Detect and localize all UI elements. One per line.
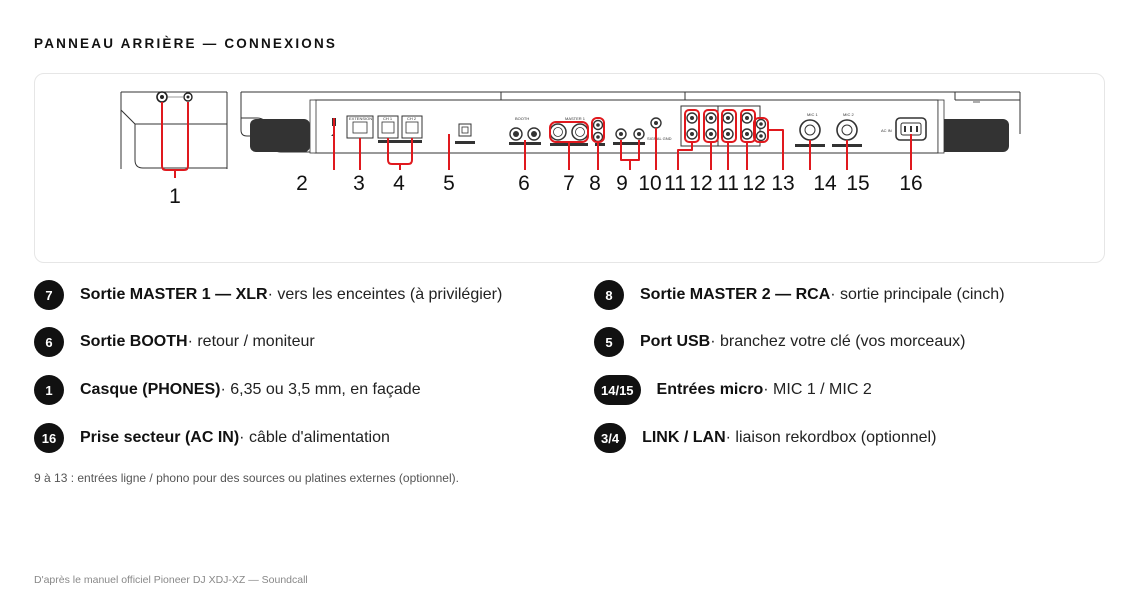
- foot-left: [250, 119, 310, 152]
- callout-9: 9: [616, 172, 628, 195]
- legend-item-link-lan: 3/4 LINK / LAN · liaison rekordbox (opti…: [594, 423, 936, 453]
- master1-xlr-left-icon: [549, 123, 567, 141]
- panel-label-ch2: CH 2: [407, 116, 417, 121]
- legend-badge: 3/4: [594, 423, 627, 453]
- legend-desc: · vers les enceintes (à privilégier): [267, 286, 503, 303]
- panel-label-mic2: MIC 2: [843, 112, 854, 117]
- callout-10: 10: [638, 172, 661, 195]
- callout-5: 5: [443, 172, 455, 195]
- panel-label-signal-gnd: SIGNAL GND: [647, 136, 672, 141]
- legend-title: LINK / LAN: [642, 429, 726, 446]
- source-footer: D'après le manuel officiel Pioneer DJ XD…: [34, 574, 308, 586]
- mic2-combo-icon: [836, 119, 858, 141]
- front-panel-inset: [120, 91, 228, 169]
- callout-1: 1: [169, 185, 181, 208]
- callout-numbers: 1 2 3 4 5 6 7 8 9 10 11 12 11 12 13 14 1…: [169, 172, 923, 208]
- phones-jack-small-icon: [183, 92, 193, 102]
- panel-label-mic1: MIC 1: [807, 112, 818, 117]
- callout-16: 16: [899, 172, 922, 195]
- legend-desc: · liaison rekordbox (optionnel): [725, 429, 937, 446]
- legend-title: Sortie MASTER 1 — XLR: [80, 286, 268, 303]
- rear-panel-diagram: EXTENSION CH 1 CH 2 BOOTH MASTER 1: [34, 73, 1105, 263]
- inputs-note: 9 à 13 : entrées ligne / phono pour des …: [34, 471, 459, 485]
- callout-2: 2: [296, 172, 308, 195]
- legend-title: Sortie BOOTH: [80, 333, 188, 350]
- master2-rca: [592, 119, 605, 146]
- callout-15: 15: [846, 172, 869, 195]
- legend-desc: · MIC 1 / MIC 2: [763, 381, 872, 398]
- lan-ports: EXTENSION CH 1 CH 2: [346, 115, 423, 143]
- usb-port: [455, 123, 475, 144]
- line-input-jacks: [613, 128, 645, 145]
- callout-7: 7: [563, 172, 575, 195]
- panel-label-ch1: CH 1: [383, 116, 393, 121]
- legend-item-mic: 14/15 Entrées micro · MIC 1 / MIC 2: [594, 375, 872, 405]
- legend-badge: 7: [34, 280, 64, 310]
- legend-badge: 14/15: [594, 375, 641, 405]
- callout-4: 4: [393, 172, 405, 195]
- foot-right: [939, 119, 1009, 152]
- legend-title: Casque (PHONES): [80, 381, 221, 398]
- callout-lines: [161, 102, 912, 178]
- legend-badge: 6: [34, 327, 64, 357]
- legend-badge: 16: [34, 423, 64, 453]
- legend-item-usb: 5 Port USB · branchez votre clé (vos mor…: [594, 327, 965, 357]
- legend-title: Port USB: [640, 333, 711, 350]
- legend-title: Prise secteur (AC IN): [80, 429, 240, 446]
- callout-3: 3: [353, 172, 365, 195]
- legend-item-phones: 1 Casque (PHONES) · 6,35 ou 3,5 mm, en f…: [34, 375, 421, 405]
- ac-in: AC IN: [881, 117, 927, 141]
- callout-12a: 12: [689, 172, 712, 195]
- callout-12b: 12: [742, 172, 765, 195]
- callout-14: 14: [813, 172, 837, 195]
- legend-badge: 8: [594, 280, 624, 310]
- legend-desc: · câble d'alimentation: [239, 429, 390, 446]
- legend-title: Entrées micro: [656, 381, 764, 398]
- callout-8: 8: [589, 172, 601, 195]
- connection-legend: 7 Sortie MASTER 1 — XLR · vers les encei…: [34, 280, 1105, 460]
- legend-badge: 1: [34, 375, 64, 405]
- callout-13: 13: [771, 172, 794, 195]
- rear-panel-illustration: EXTENSION CH 1 CH 2 BOOTH MASTER 1: [120, 91, 1021, 208]
- panel-label-ac-in: AC IN: [881, 128, 892, 133]
- legend-item-master2: 8 Sortie MASTER 2 — RCA · sortie princip…: [594, 280, 1005, 310]
- legend-desc: · 6,35 ou 3,5 mm, en façade: [220, 381, 421, 398]
- rca-input-blocks: [680, 105, 767, 147]
- panel-label-extension: EXTENSION: [349, 116, 372, 121]
- legend-desc: · retour / moniteur: [187, 333, 315, 350]
- master1-xlr-right-icon: [571, 123, 589, 141]
- legend-item-ac-in: 16 Prise secteur (AC IN) · câble d'alime…: [34, 423, 390, 453]
- legend-item-booth: 6 Sortie BOOTH · retour / moniteur: [34, 327, 315, 357]
- legend-desc: · sortie principale (cinch): [830, 286, 1005, 303]
- panel-label-booth: BOOTH: [515, 116, 529, 121]
- legend-badge: 5: [594, 327, 624, 357]
- callout-11a: 11: [664, 172, 686, 195]
- callout-11b: 11: [717, 172, 739, 195]
- callout-6: 6: [518, 172, 530, 195]
- section-title: PANNEAU ARRIÈRE — CONNEXIONS: [34, 36, 338, 51]
- legend-item-master1: 7 Sortie MASTER 1 — XLR · vers les encei…: [34, 280, 502, 310]
- usb-port-icon: [458, 123, 472, 137]
- panel-label-master1: MASTER 1: [565, 116, 586, 121]
- legend-title: Sortie MASTER 2 — RCA: [640, 286, 831, 303]
- mic1-combo-icon: [799, 119, 821, 141]
- legend-desc: · branchez votre clé (vos morceaux): [710, 333, 966, 350]
